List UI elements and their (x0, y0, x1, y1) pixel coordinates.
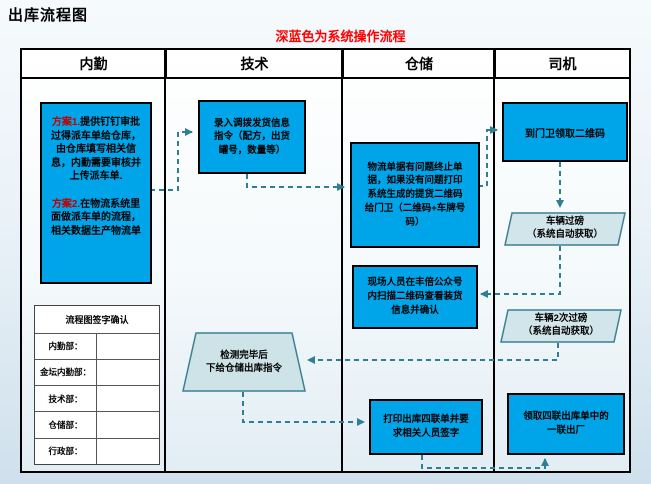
signature-row: 内勤部： (35, 333, 159, 360)
flow-node-scan-qr-confirm: 现场人员在丰倍公众号内扫描二维码查看装货信息并确认 (352, 265, 478, 329)
plan2-label: 方案2. (51, 198, 81, 210)
flow-node-driver-get-qr: 到门卫领取二维码 (502, 102, 628, 162)
page-title: 出库流程图 (8, 7, 89, 24)
weigh1-line2: （系统自动获取） (526, 229, 603, 240)
signature-blank-cell (97, 334, 159, 359)
weigh1-line1: 车辆过磅 (545, 216, 584, 228)
flow-node-test-complete-order: 检测完毕后 下给仓储出库指令 (182, 332, 306, 392)
weigh2-line1: 车辆2次过磅 (534, 313, 588, 325)
lane-divider (164, 50, 166, 471)
signature-blank-cell (97, 439, 159, 464)
plan1-label: 方案1. (51, 117, 81, 128)
legend-note: 深蓝色为系统操作流程 (275, 29, 406, 44)
lane-divider (341, 50, 343, 471)
flow-node-dispatch-plan: 方案1.提供钉钉审批过得派车单给仓库，由仓库填写相关信息，内勤需要审核并上传派车… (40, 102, 152, 284)
flow-node-vehicle-weigh-2: 车辆2次过磅 （系统自动获取） (500, 309, 622, 343)
signature-table-title: 流程图签字确认 (35, 306, 159, 334)
signature-row: 仓储部： (35, 412, 159, 439)
flow-node-logistics-doc-check: 物流单据有问题终止单据，如果没有问题打印系统生成的提货二维码给门卫（二维码+车牌… (350, 142, 480, 248)
signature-row: 行政部： (35, 438, 159, 465)
weigh2-line2: （系统自动获取） (522, 326, 599, 337)
flow-node-print-sign-form: 打印出库四联单并要求相关人员签字 (369, 399, 483, 455)
signature-row-label: 内勤部： (35, 333, 97, 359)
signature-row-label: 行政部： (35, 438, 97, 465)
flow-node-enter-shipping-info: 录入调拨发货信息指令（配方，出货罐号，数量等） (198, 100, 306, 174)
signature-blank-cell (97, 386, 159, 411)
signature-blank-cell (97, 412, 159, 437)
signature-row-label: 仓储部： (35, 412, 97, 438)
test-complete-line1: 检测完毕后 (220, 349, 268, 361)
test-complete-line2: 下给仓储出库指令 (206, 363, 283, 374)
plan2-text: 在物流系统里面做派车单的流程，相关数据生产物流单 (51, 198, 141, 237)
lane-header-cangchu: 仓储 (342, 50, 494, 77)
lane-divider (493, 50, 495, 471)
lane-header-row: 内勤 技术 仓储 司机 (22, 50, 629, 79)
flow-node-vehicle-weigh-1: 车辆过磅 （系统自动获取） (504, 212, 626, 246)
signature-row: 技术部： (35, 386, 159, 413)
signature-table: 流程图签字确认 内勤部： 金坛内勤部： 技术部： 仓储部： 行政部： (34, 305, 160, 465)
lane-header-neiqin: 内勤 (79, 55, 108, 72)
plan1-text: 提供钉钉审批过得派车单给仓库，由仓库填写相关信息，内勤需要审核并上传派车单. (51, 117, 141, 182)
signature-row-label: 技术部： (35, 386, 97, 412)
flowchart-canvas: 内勤 技术 仓储 司机 方案1.提供钉钉审批过得派车单给仓库，由仓库填写相关信息… (20, 48, 631, 473)
lane-header-jishu: 技术 (165, 50, 342, 77)
flow-node-take-exit-copy: 领取四联出库单中的一联出厂 (507, 393, 625, 455)
signature-row-label: 金坛内勤部： (35, 359, 97, 386)
signature-row: 金坛内勤部： (35, 359, 159, 387)
lane-header-siji: 司机 (494, 50, 629, 77)
signature-blank-cell (97, 360, 159, 385)
